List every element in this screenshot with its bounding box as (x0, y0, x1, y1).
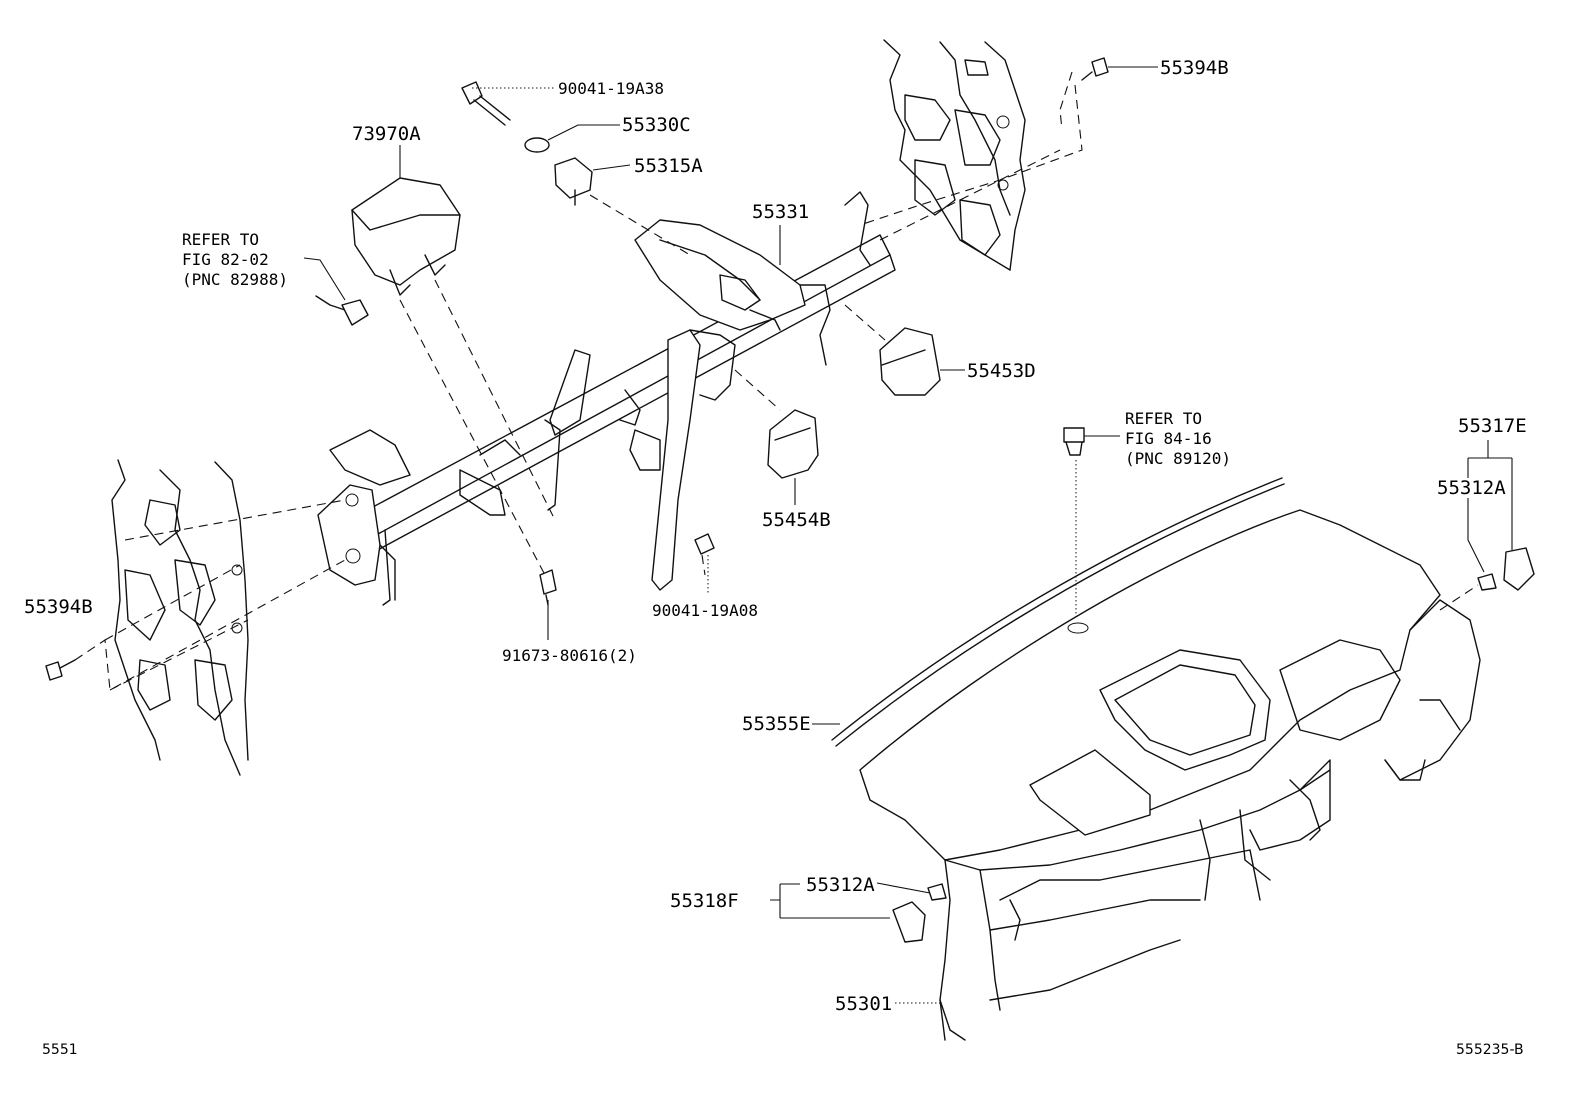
label-55301: 55301 (835, 993, 892, 1015)
label-55315A: 55315A (634, 155, 703, 177)
part-labels: 55394B 90041-19A38 55330C 55315A 73970A … (24, 57, 1527, 1015)
bolt-91673-80616 (539, 569, 557, 606)
ref2-line3: (PNC 89120) (1125, 449, 1231, 468)
label-55312A-bottom: 55312A (806, 874, 875, 896)
label-55394B-left: 55394B (24, 596, 93, 618)
reference-note-89120: REFER TO FIG 84-16 (PNC 89120) (1125, 409, 1231, 468)
bolt-90041-19A08 (694, 533, 715, 555)
label-55318F: 55318F (670, 890, 739, 912)
instrument-panel-reinforcement (317, 191, 896, 606)
instrument-panel-55301 (831, 477, 1481, 1041)
clip-55317E (1503, 547, 1535, 591)
left-body-pillar (111, 459, 249, 776)
ref1-line3: (PNC 82988) (182, 270, 288, 289)
clip-55312A-bottom (927, 883, 947, 901)
label-55330C: 55330C (622, 114, 691, 136)
duct-55454B (767, 409, 819, 479)
right-body-pillar (883, 39, 1026, 271)
bolt-55394B-left (45, 659, 76, 681)
cover-55318F (892, 901, 926, 943)
footer-right-code: 555235-B (1456, 1042, 1524, 1058)
label-90041-19A38: 90041-19A38 (558, 79, 664, 98)
ref1-line1: REFER TO (182, 230, 259, 249)
bolt-90041-19A38 (461, 81, 511, 126)
assembly-lines (74, 71, 1479, 691)
label-55331: 55331 (752, 201, 809, 223)
ref1-line2: FIG 82-02 (182, 250, 269, 269)
ref2-line1: REFER TO (1125, 409, 1202, 428)
washer-55330C (524, 137, 550, 153)
leader-lines (303, 66, 1513, 1004)
label-55317E: 55317E (1458, 415, 1527, 437)
ref2-line2: FIG 84-16 (1125, 429, 1212, 448)
label-90041-19A08: 90041-19A08 (652, 601, 758, 620)
label-91673-80616: 91673-80616(2) (502, 646, 637, 665)
bolt-55394B-top (1081, 57, 1109, 81)
glove-box-73970A (351, 177, 461, 296)
clamp-55315A (554, 157, 593, 206)
clip-89120 (1063, 427, 1085, 456)
footer-left-code: 5551 (42, 1042, 78, 1058)
reference-note-82988: REFER TO FIG 82-02 (PNC 82988) (182, 230, 288, 289)
clip-55312A-right (1477, 573, 1497, 591)
label-55312A-right: 55312A (1437, 477, 1506, 499)
label-55454B: 55454B (762, 509, 831, 531)
wire-connector-82988 (315, 295, 369, 326)
duct-55453D (879, 327, 941, 396)
label-73970A: 73970A (352, 123, 421, 145)
label-55394B-top: 55394B (1160, 57, 1229, 79)
label-55453D: 55453D (967, 360, 1036, 382)
label-55355E: 55355E (742, 713, 811, 735)
